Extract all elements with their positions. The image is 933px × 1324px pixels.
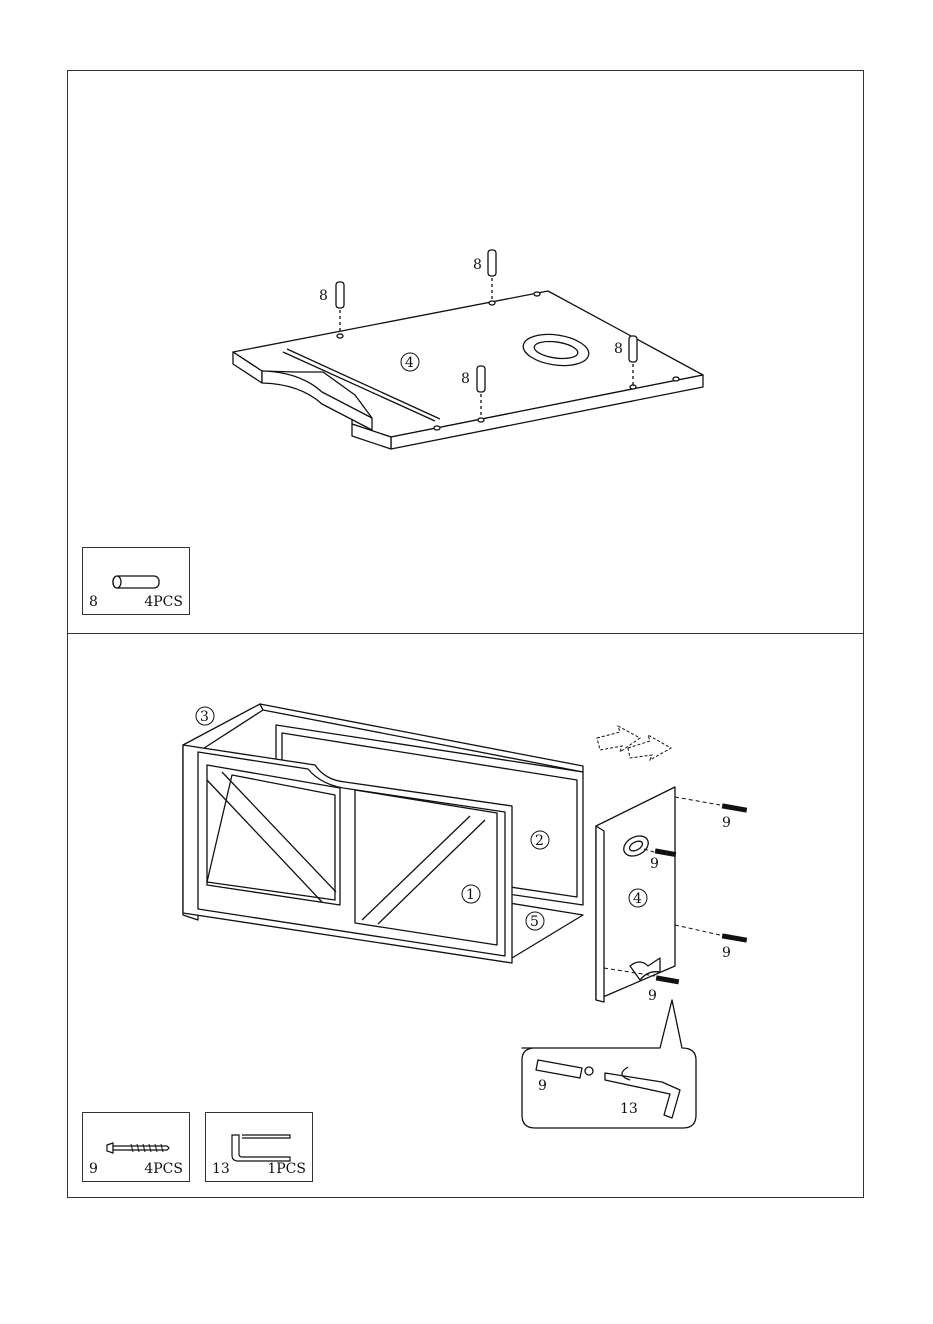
hardware-quantity: 4PCS	[144, 594, 183, 610]
hardware-box-screw: 9 4PCS	[82, 1112, 190, 1182]
hardware-quantity: 1PCS	[267, 1161, 306, 1177]
hardware-quantity: 4PCS	[144, 1161, 183, 1177]
hardware-number: 9	[89, 1161, 98, 1177]
hardware-number: 13	[212, 1161, 230, 1177]
hardware-number: 8	[89, 594, 98, 610]
dowel-label: 8	[614, 341, 623, 357]
dowel-label: 8	[473, 257, 482, 273]
dowel-label: 8	[461, 371, 470, 387]
hardware-box-dowel: 8 4PCS	[82, 547, 190, 615]
hardware-box-allen-key: 13 1PCS	[205, 1112, 313, 1182]
dowel-label: 8	[319, 288, 328, 304]
part-label-4: 4	[405, 355, 414, 371]
